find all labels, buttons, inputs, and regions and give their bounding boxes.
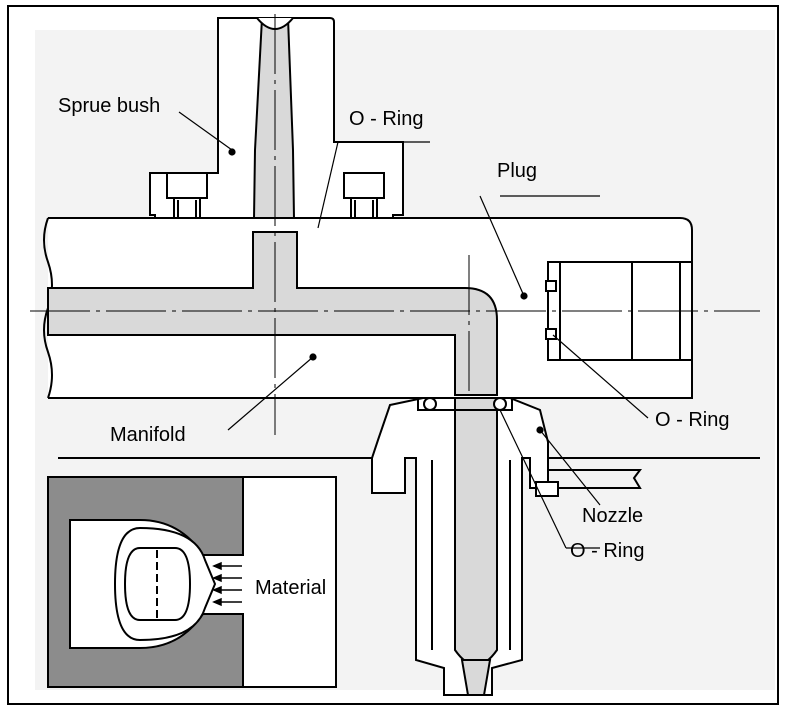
material-label: Material: [255, 577, 326, 599]
o-ring-label-bottom: O - Ring: [570, 540, 644, 562]
sprue-bush-label: Sprue bush: [58, 95, 160, 117]
plug-label: Plug: [497, 160, 537, 182]
manifold-label: Manifold: [110, 424, 186, 446]
material-flow-arrows: [212, 561, 242, 607]
o-ring-label-right: O - Ring: [655, 409, 729, 431]
nozzle-label: Nozzle: [582, 505, 643, 527]
o-ring-label-top: O - Ring: [349, 108, 423, 130]
leader-lines: [178, 111, 649, 549]
mould-plate-line: [58, 457, 760, 489]
figure-border: [7, 5, 779, 705]
nozzle: [371, 397, 559, 696]
material-inset: [47, 476, 337, 688]
